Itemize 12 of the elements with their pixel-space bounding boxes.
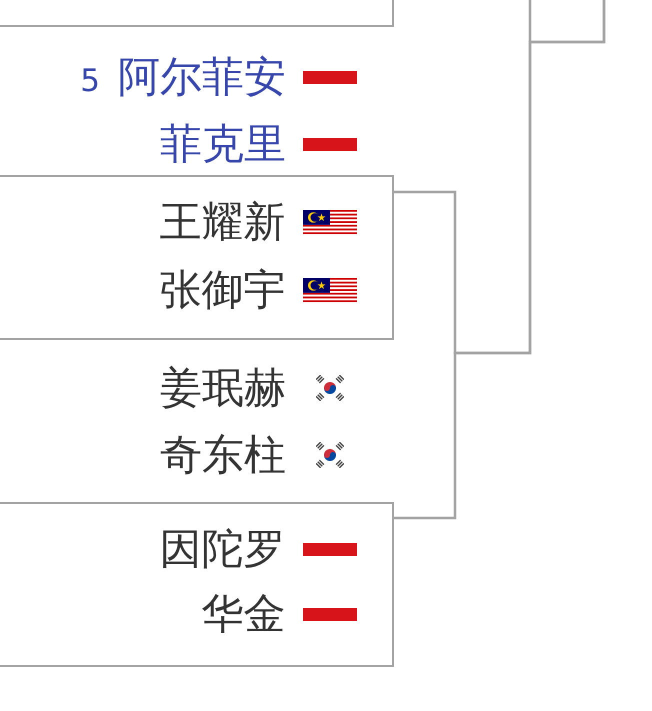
entry-box (0, 502, 394, 667)
player-name: 张御宇 (160, 265, 286, 316)
player-name: 奇东柱 (160, 430, 286, 480)
player-name: 王耀新 (160, 197, 286, 248)
bracket-line (394, 0, 606, 520)
player-name: 姜珉赫 (160, 362, 286, 414)
player-name: 阿尔菲安 (118, 52, 286, 102)
player-name: 因陀罗 (160, 524, 286, 575)
seed-number: 5 (80, 62, 100, 100)
player-name: 华金 (202, 589, 286, 640)
entry-box (0, 175, 394, 340)
player-name: 菲克里 (160, 118, 286, 170)
